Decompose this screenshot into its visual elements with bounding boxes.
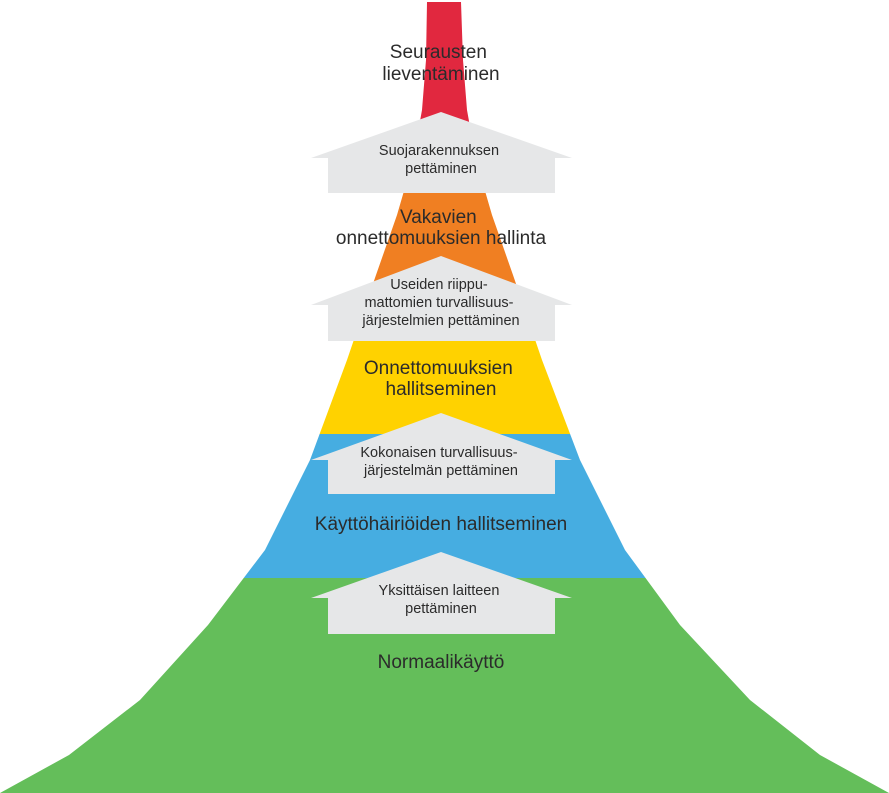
- arrow-label-line: järjestelmän pettäminen: [363, 463, 518, 479]
- arrow-label-line: Suojarakennuksen: [379, 143, 499, 159]
- level-label-severe-accidents: Vakavien onnettomuuksien hallinta: [336, 207, 547, 249]
- arrow-label-line: järjestelmien pettäminen: [361, 313, 519, 329]
- level-label-line: Vakavien: [400, 207, 477, 228]
- level-label-line: Onnettomuuksien: [364, 358, 513, 379]
- arrow-label-line: mattomien turvallisuus-: [364, 295, 513, 311]
- level-label-line: hallitseminen: [386, 379, 497, 400]
- level-label-consequences: Seurausten lieventäminen: [382, 42, 499, 85]
- level-label-line: Käyttöhäiriöiden hallitseminen: [315, 514, 567, 535]
- level-label-accidents: Onnettomuuksien hallitseminen: [364, 358, 518, 400]
- barrier-arrow-multiple-systems: [311, 256, 572, 341]
- arrow-label-single-device: Yksittäisen laitteen pettäminen: [379, 583, 504, 617]
- arrow-label-line: Useiden riippu-: [390, 277, 488, 293]
- arrow-label-line: Kokonaisen turvallisuus-: [360, 445, 517, 461]
- level-label-line: onnettomuuksien hallinta: [336, 228, 547, 249]
- barrier-arrow-safety-system: [311, 413, 572, 494]
- level-label-line: Seurausten: [390, 42, 487, 63]
- barrier-arrow-single-device: [311, 552, 572, 634]
- level-label-operational-disturbances: Käyttöhäiriöiden hallitseminen: [315, 514, 567, 535]
- arrow-label-safety-system: Kokonaisen turvallisuus- järjestelmän pe…: [360, 445, 521, 479]
- arrow-label-line: pettäminen: [405, 161, 477, 177]
- level-label-normal-operation: Normaalikäyttö: [378, 652, 505, 673]
- level-label-line: Normaalikäyttö: [378, 652, 505, 673]
- arrow-label-line: Yksittäisen laitteen: [379, 583, 500, 599]
- arrow-label-line: pettäminen: [405, 601, 477, 617]
- arrow-label-containment: Suojarakennuksen pettäminen: [379, 143, 503, 177]
- barrier-arrow-containment: [311, 112, 572, 193]
- arrow-label-multiple-systems: Useiden riippu- mattomien turvallisuus- …: [361, 277, 519, 329]
- level-label-line: lieventäminen: [382, 64, 499, 85]
